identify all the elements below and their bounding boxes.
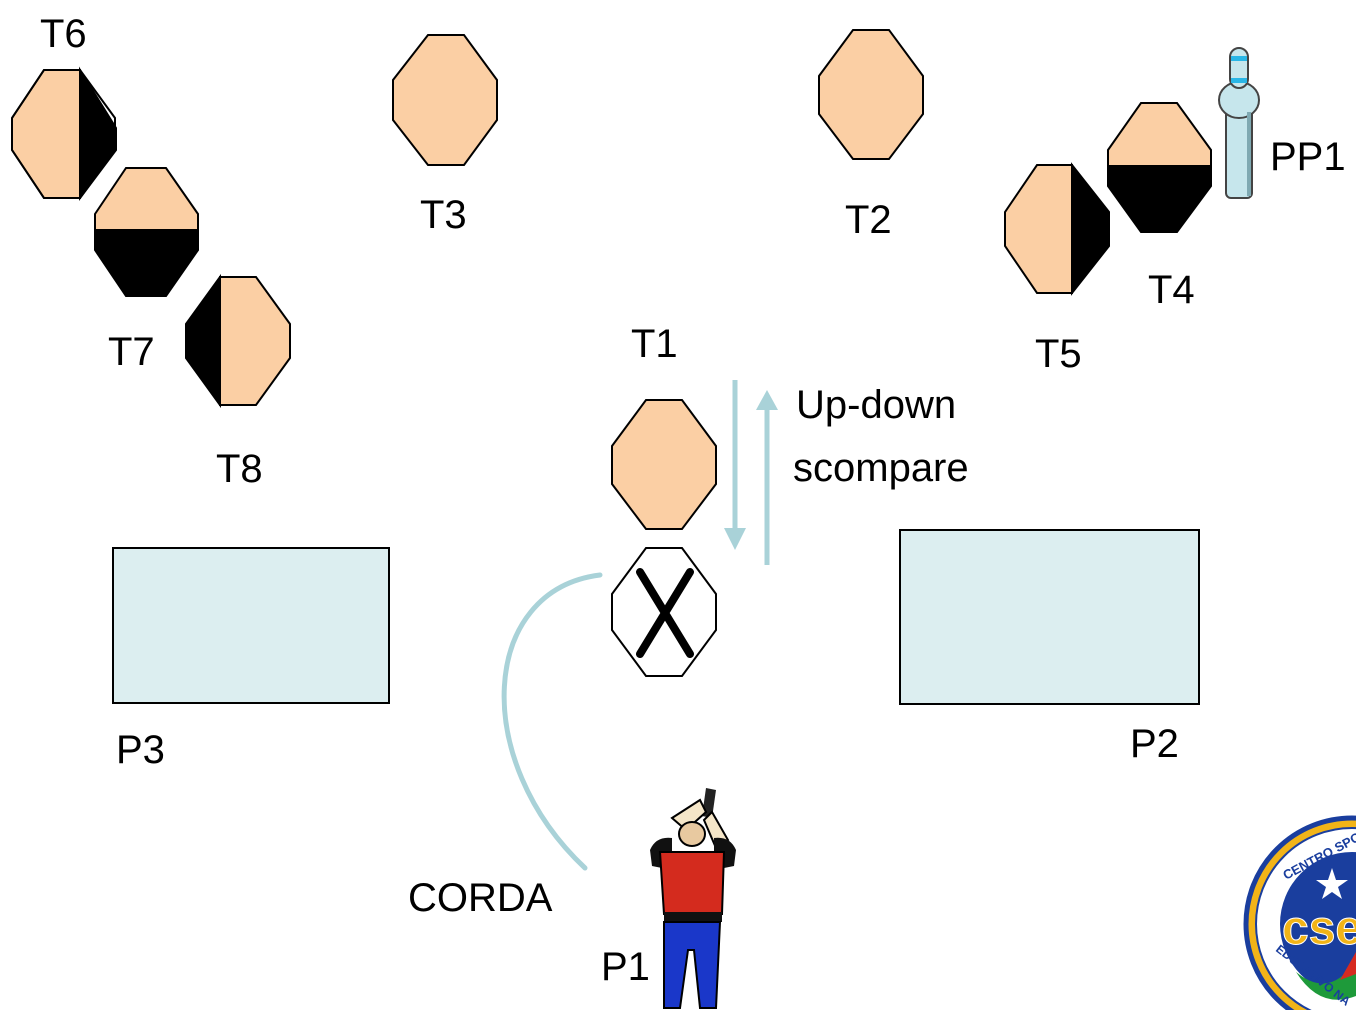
up-down-arrows [724,380,778,565]
box-p2 [899,529,1200,705]
target-t8 [185,273,291,409]
label-updown-1: Up-down [796,383,956,427]
target-t5 [1004,162,1110,296]
target-t2 [818,29,924,160]
label-t1: T1 [631,322,678,366]
label-t8: T8 [216,447,263,491]
no-shoot-target [611,547,717,677]
target-t3 [392,34,498,166]
label-t7: T7 [108,330,155,374]
label-t6: T6 [40,12,87,56]
popper-icon [1218,47,1260,199]
target-t7 [94,167,199,297]
label-t2: T2 [845,198,892,242]
label-p3: P3 [116,728,165,772]
label-p2: P2 [1130,722,1179,766]
cse-logo: cse CENTRO SPO EDUCATIVO NA [1243,815,1356,1010]
box-p3 [112,547,390,704]
target-t1 [611,399,717,530]
label-t3: T3 [420,193,467,237]
svg-text:cse: cse [1282,902,1356,955]
target-t6 [11,66,117,201]
rope-line [501,572,603,871]
label-p1: P1 [601,945,650,989]
label-updown-2: scompare [793,446,969,490]
target-t4 [1107,102,1212,233]
label-pp1: PP1 [1270,135,1346,179]
label-t5: T5 [1035,332,1082,376]
label-corda: CORDA [408,876,553,920]
label-t4: T4 [1148,268,1195,312]
shooter-figure [650,788,736,1009]
